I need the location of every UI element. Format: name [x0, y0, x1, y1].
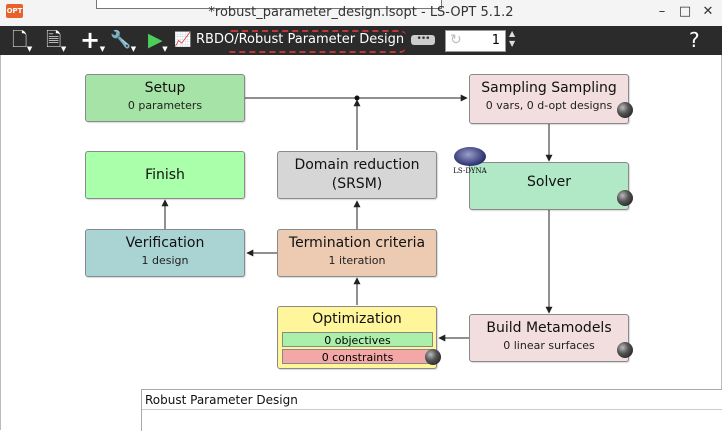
- junction-dot: [354, 95, 360, 101]
- wrench-glyph: 🔧: [110, 30, 132, 50]
- description-divider: [142, 409, 722, 410]
- chart-glyph: 📈: [174, 32, 192, 48]
- chart-icon[interactable]: 📈: [174, 28, 191, 52]
- file-glyph: 🗎: [46, 29, 62, 51]
- run-glyph: ▶: [148, 29, 163, 51]
- solver-title: Solver: [527, 174, 571, 190]
- run-icon[interactable]: ▶▼: [148, 29, 168, 53]
- optimization-title: Optimization: [312, 311, 402, 327]
- file-icon[interactable]: 🗎▼: [46, 29, 67, 53]
- domain-reduction-title: Domain reduction: [294, 157, 420, 173]
- maximize-icon[interactable]: □: [678, 4, 692, 19]
- termination-title: Termination criteria: [288, 235, 426, 251]
- setup-title: Setup: [144, 80, 186, 96]
- breadcrumb[interactable]: RBDO/Robust Parameter Design: [196, 32, 405, 47]
- status-ball-icon: [617, 190, 633, 206]
- ls-dyna-logo: LS-DYNA: [452, 147, 488, 178]
- status-ball-icon: [617, 342, 633, 358]
- termination-subtitle: 1 iteration: [328, 254, 386, 267]
- constraints-pill[interactable]: 0 constraints: [282, 349, 433, 364]
- metamodels-title: Build Metamodels: [486, 320, 612, 336]
- description-panel: Robust Parameter Design: [141, 389, 722, 431]
- new-file-icon[interactable]: 🗋▼: [12, 29, 33, 53]
- description-label: Robust Parameter Design: [145, 393, 298, 407]
- iteration-value: 1: [491, 33, 500, 48]
- spinner-arrows-icon[interactable]: ▲▼: [509, 29, 516, 48]
- setup-node[interactable]: Setup 0 parameters: [85, 74, 245, 122]
- new-file-glyph: 🗋: [12, 29, 28, 51]
- globe-icon: [454, 147, 486, 166]
- build-metamodels-node[interactable]: Build Metamodels 0 linear surfaces: [469, 314, 633, 362]
- tooltip-remnant: [96, 0, 442, 9]
- sampling-title: Sampling Sampling: [481, 80, 617, 96]
- verification-subtitle: 1 design: [141, 254, 189, 267]
- termination-criteria-node[interactable]: Termination criteria 1 iteration: [277, 229, 437, 277]
- objectives-pill[interactable]: 0 objectives: [282, 332, 433, 347]
- setup-subtitle: 0 parameters: [127, 99, 203, 112]
- verification-title: Verification: [125, 235, 205, 251]
- optimization-node[interactable]: Optimization 0 objectives 0 constraints: [277, 306, 441, 369]
- add-icon[interactable]: +▼: [80, 26, 106, 54]
- help-icon[interactable]: ?: [689, 28, 700, 52]
- verification-node[interactable]: Verification 1 design: [85, 229, 245, 277]
- repeat-icon: ↻: [450, 32, 462, 48]
- domain-reduction-method: (SRSM): [331, 176, 383, 192]
- metamodels-subtitle: 0 linear surfaces: [503, 339, 595, 352]
- solver-node[interactable]: Solver: [469, 162, 633, 210]
- status-ball-icon: [425, 349, 441, 365]
- finish-title: Finish: [145, 167, 185, 183]
- sampling-subtitle: 0 vars, 0 d-opt designs: [485, 99, 613, 112]
- ls-dyna-label: LS-DYNA: [453, 167, 487, 175]
- breadcrumb-highlight: [226, 30, 406, 53]
- finish-node[interactable]: Finish: [85, 151, 245, 199]
- sampling-node[interactable]: Sampling Sampling 0 vars, 0 d-opt design…: [469, 74, 633, 124]
- domain-reduction-node[interactable]: Domain reduction (SRSM): [277, 151, 437, 199]
- more-options-button[interactable]: •••: [411, 35, 435, 45]
- status-ball-icon: [617, 102, 633, 118]
- iteration-stepper[interactable]: ↻ 1: [445, 30, 506, 52]
- window-title: *robust_parameter_design.lsopt - LS-OPT …: [208, 5, 514, 20]
- app-logo-icon: OPT: [6, 4, 23, 18]
- close-icon[interactable]: ✕: [702, 4, 714, 19]
- wrench-icon[interactable]: 🔧▼: [110, 30, 137, 53]
- add-glyph: +: [80, 26, 101, 54]
- minimize-icon[interactable]: –: [658, 4, 666, 19]
